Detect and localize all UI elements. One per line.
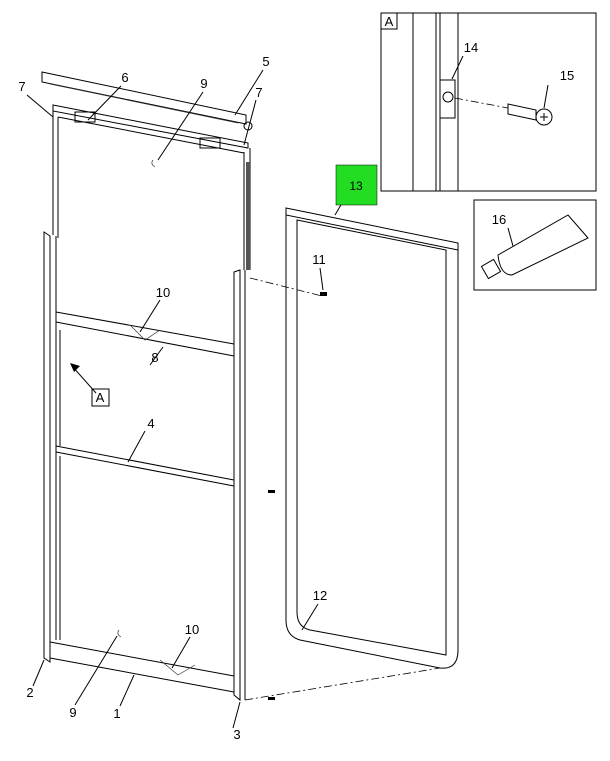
- callout-13[interactable]: 13: [349, 179, 363, 193]
- callout-9-top[interactable]: 9: [200, 76, 207, 91]
- callout-7-left[interactable]: 7: [18, 79, 25, 94]
- leader-lines: [26, 69, 346, 729]
- callout-10-top[interactable]: 10: [156, 285, 170, 300]
- detail-a-title: A: [385, 14, 394, 29]
- callout-5[interactable]: 5: [262, 54, 269, 69]
- callout-12[interactable]: 12: [313, 588, 327, 603]
- callout-3[interactable]: 3: [233, 727, 240, 742]
- callout-7-right[interactable]: 7: [255, 85, 262, 100]
- callout-11[interactable]: 11: [312, 252, 326, 267]
- callout-15[interactable]: 15: [560, 68, 574, 83]
- door-frame: [43, 104, 275, 702]
- detail-a-inset: [380, 12, 597, 192]
- top-rail: [41, 71, 253, 131]
- callout-2[interactable]: 2: [26, 685, 33, 700]
- highlight-callout-13[interactable]: [335, 164, 378, 206]
- callout-10-bottom[interactable]: 10: [185, 622, 199, 637]
- sealant-tube-inset: [473, 199, 597, 291]
- callout-16[interactable]: 16: [492, 212, 506, 227]
- callout-14[interactable]: 14: [464, 40, 478, 55]
- callout-4[interactable]: 4: [147, 416, 154, 431]
- callout-8[interactable]: 8: [151, 350, 158, 365]
- detail-a-reference[interactable]: A: [96, 390, 105, 405]
- callout-6[interactable]: 6: [121, 70, 128, 85]
- callout-1[interactable]: 1: [113, 706, 120, 721]
- callout-9-bottom[interactable]: 9: [69, 705, 76, 720]
